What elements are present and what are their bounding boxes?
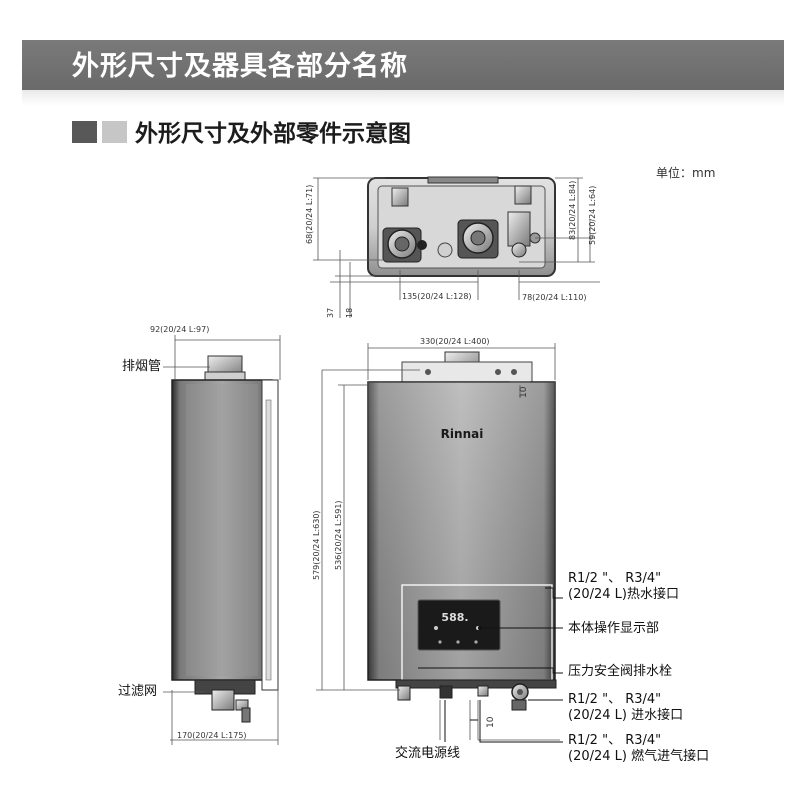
front-bottom-fittings (395, 679, 557, 711)
page-title: 外形尺寸及器具各部分名称 (72, 51, 408, 82)
hot-water-spec: R1/2 "、 R3/4" (568, 571, 662, 586)
section-marker-dark (72, 121, 97, 143)
display-readout: 588. (441, 611, 468, 624)
flue-pipe-label: 排烟管 (122, 359, 162, 374)
relief-valve-callout: 压力安全阀排水栓 (568, 664, 673, 679)
top-view: 68(20/24 L:71) 37 18 135(20/24 L:128) 83… (305, 176, 600, 318)
dim-68: 68(20/24 L:71) (305, 185, 314, 244)
dim-83: 83(20/24 L:84) (568, 181, 577, 240)
display-callout-dot (478, 626, 482, 630)
callout-leaders (418, 587, 563, 743)
dim-18: 18 (345, 308, 354, 318)
power-cord-callout: 交流电源线 (395, 746, 461, 761)
dim-170: 170(20/24 L:175) (177, 731, 247, 740)
title-banner (22, 40, 784, 90)
dim-536: 536(20/24 L:591) (334, 500, 343, 570)
dim-135: 135(20/24 L:128) (402, 292, 472, 301)
filter-label: 过滤网 (118, 684, 158, 699)
dim-10-bottom: 10 (486, 716, 496, 728)
gas-inlet-name: (20/24 L) 燃气进气接口 (568, 749, 710, 764)
section-marker-light (102, 121, 127, 143)
water-inlet-callout: R1/2 "、 R3/4" (20/24 L) 进水接口 (568, 692, 683, 724)
display-callout: 本体操作显示部 (568, 621, 660, 636)
dim-330: 330(20/24 L:400) (420, 337, 490, 346)
dim-37: 37 (326, 308, 335, 318)
water-inlet-spec: R1/2 "、 R3/4" (568, 692, 662, 707)
gas-inlet-spec: R1/2 "、 R3/4" (568, 733, 662, 748)
dim-59: 59(20/24 L:64) (588, 186, 597, 245)
water-inlet-top (507, 211, 541, 258)
gas-fitting-top (457, 219, 499, 259)
side-view: 92(20/24 L:97) 170(20/24 L:175) (150, 325, 281, 745)
hot-water-callout: R1/2 "、 R3/4" (20/24 L)热水接口 (568, 571, 679, 603)
dim-92: 92(20/24 L:97) (150, 325, 209, 334)
hot-water-fitting-top (382, 227, 427, 263)
dim-10-top: 10 (519, 386, 529, 398)
dim-579: 579(20/24 L:630) (312, 510, 321, 580)
gas-inlet-callout: R1/2 "、 R3/4" (20/24 L) 燃气进气接口 (568, 733, 709, 765)
section-title: 外形尺寸及外部零件示意图 (135, 121, 411, 147)
brand-logo: Rinnai (441, 427, 484, 441)
unit-label: 单位：mm (656, 166, 716, 180)
front-view: Rinnai 588. (312, 337, 560, 741)
dim-78: 78(20/24 L:110) (522, 293, 586, 302)
banner-shadow (22, 90, 784, 106)
water-inlet-name: (20/24 L) 进水接口 (568, 708, 684, 723)
hot-water-name: (20/24 L)热水接口 (568, 587, 679, 602)
